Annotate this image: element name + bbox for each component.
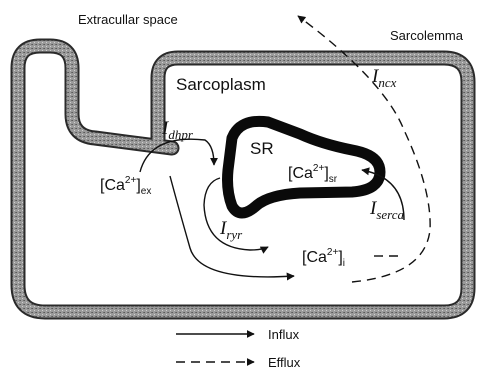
extracellular-label: Extracullar space <box>78 12 178 27</box>
ca-i-label: [Ca2+]i <box>302 247 345 269</box>
ryr-current-label: Iryr <box>219 218 243 242</box>
legend: Influx Efflux <box>176 327 301 370</box>
ca-ex-label: [Ca2+]ex <box>100 175 151 197</box>
sarcoplasm-label: Sarcoplasm <box>176 75 266 94</box>
sarcolemma-label: Sarcolemma <box>390 28 464 43</box>
legend-influx-label: Influx <box>268 327 300 342</box>
serca-current-label: Iserca <box>369 198 405 222</box>
ca-sr-label: [Ca2+]sr <box>288 163 338 185</box>
sr-label: SR <box>250 139 274 158</box>
ncx-current-label: Incx <box>371 66 397 90</box>
legend-efflux-label: Efflux <box>268 355 301 370</box>
dhpr-current-label: Idhpr <box>161 118 194 142</box>
